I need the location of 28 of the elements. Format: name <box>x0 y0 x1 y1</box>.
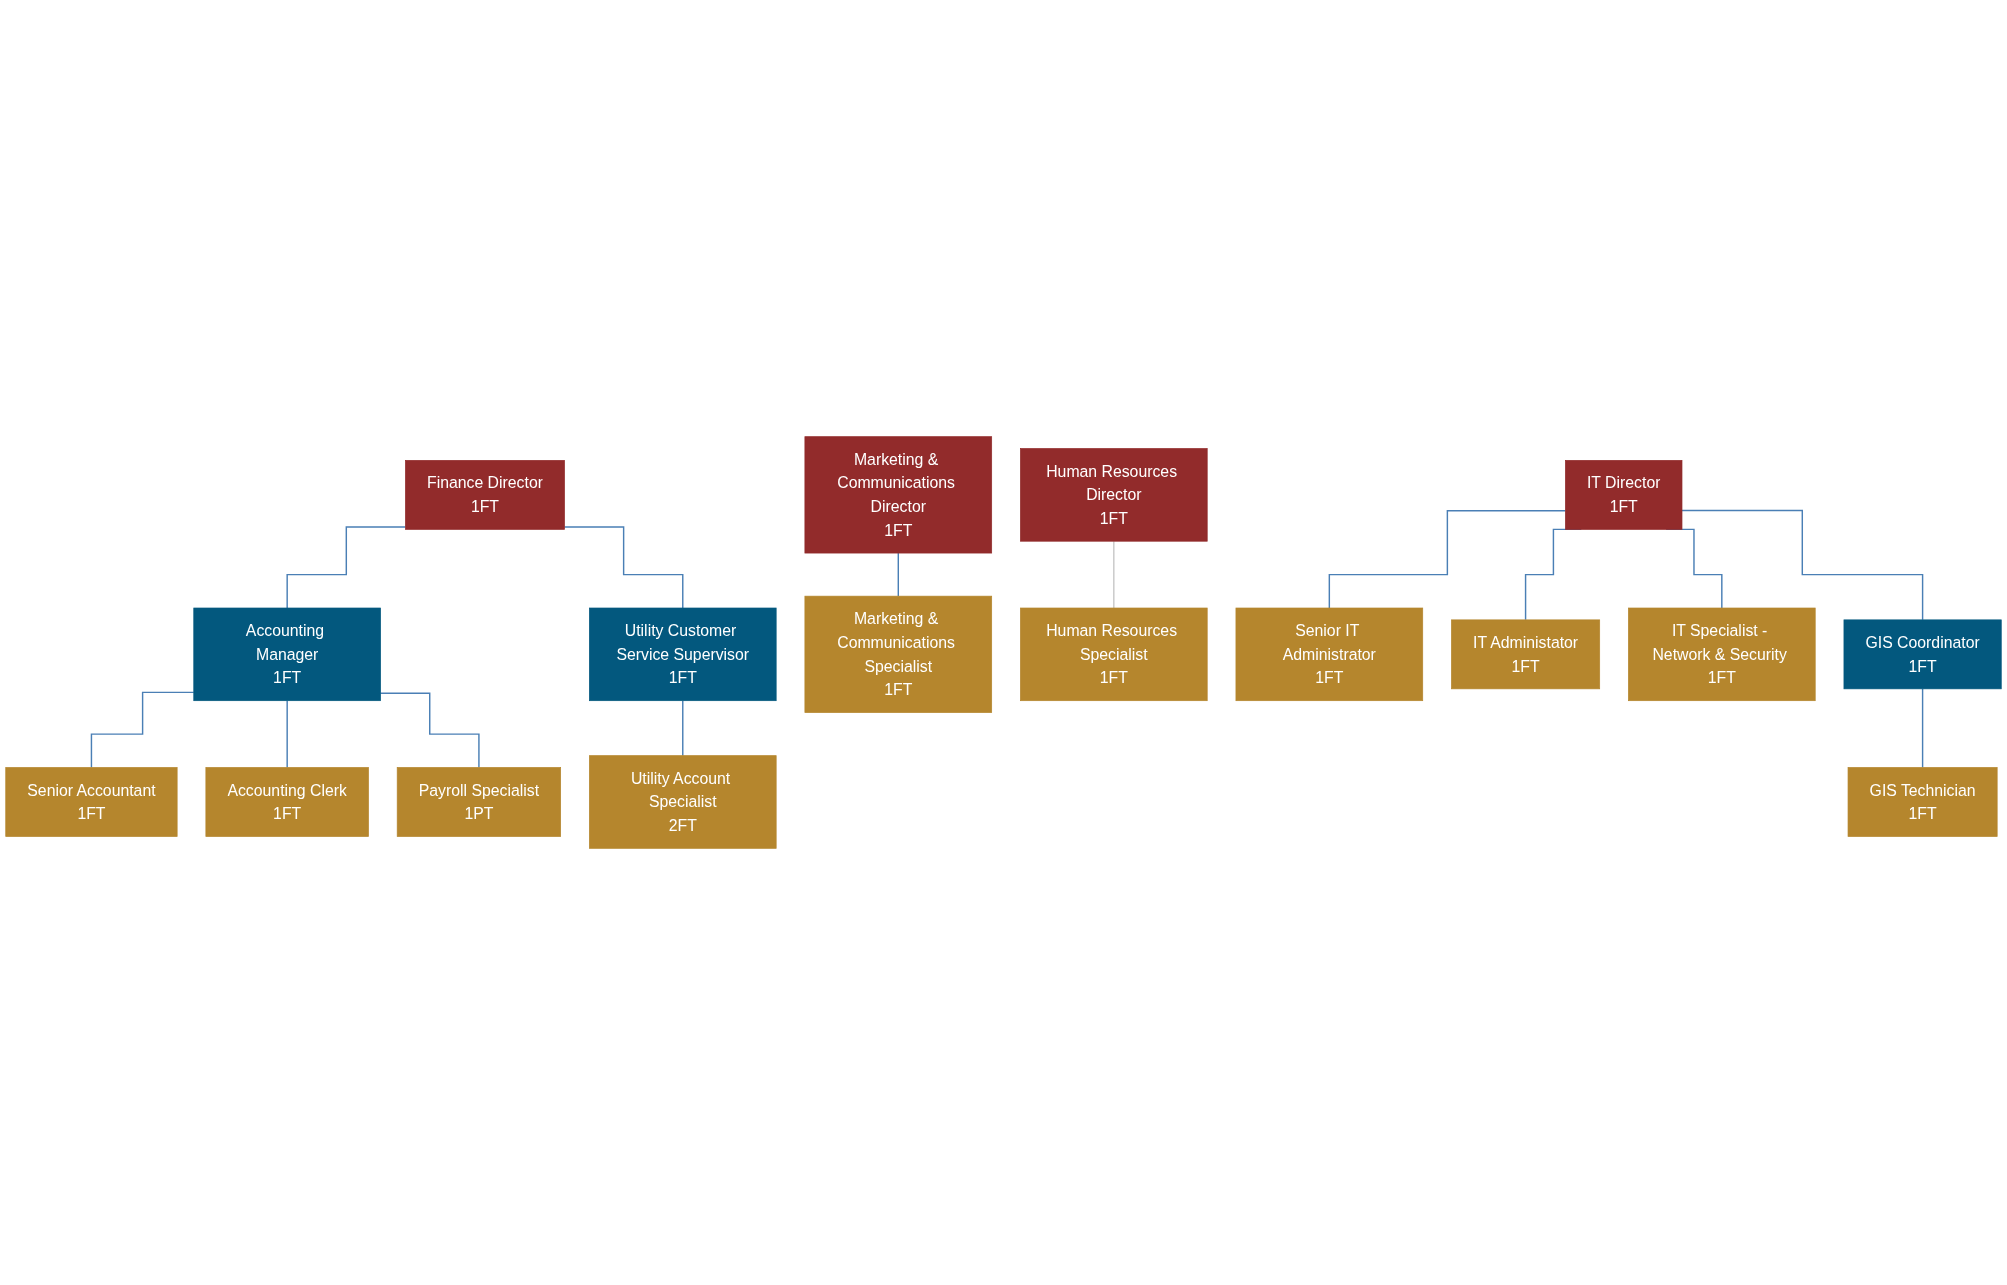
node-box: Finance Director 1FT <box>405 460 565 530</box>
connector <box>90 691 195 769</box>
node-box: Utility Account Specialist 2FT <box>589 755 777 849</box>
node-box: GIS Technician 1FT <box>1847 767 1998 837</box>
node-box: Senior IT Administrator 1FT <box>1235 607 1424 702</box>
connector <box>286 699 288 769</box>
connector <box>1681 509 1924 621</box>
node-box: Senior Accountant 1FT <box>5 767 178 837</box>
node-box: Marketing & Communications Specialist 1FT <box>804 595 993 713</box>
node-box: Marketing & Communications Director 1FT <box>804 436 993 554</box>
node-box: IT Specialist - Network & Security 1FT <box>1628 607 1816 702</box>
node-box: Payroll Specialist 1PT <box>396 767 561 837</box>
connector <box>1113 540 1115 609</box>
node-box: Accounting Clerk 1FT <box>205 767 369 837</box>
node-box: IT Administator 1FT <box>1451 619 1601 690</box>
connector <box>563 526 684 609</box>
connector <box>286 526 407 609</box>
node-box: Utility Customer Service Supervisor 1FT <box>589 607 777 702</box>
node-box: Accounting Manager 1FT <box>193 607 381 702</box>
connector <box>682 699 684 757</box>
connector <box>1328 509 1567 609</box>
node-box: IT Director 1FT <box>1565 460 1683 530</box>
node-box: Human Resources Director 1FT <box>1020 448 1208 542</box>
node-box: Human Resources Specialist 1FT <box>1020 607 1208 702</box>
connector <box>1921 688 1924 769</box>
node-box: GIS Coordinator 1FT <box>1843 619 2002 690</box>
connector <box>379 692 480 769</box>
connector <box>897 552 899 597</box>
